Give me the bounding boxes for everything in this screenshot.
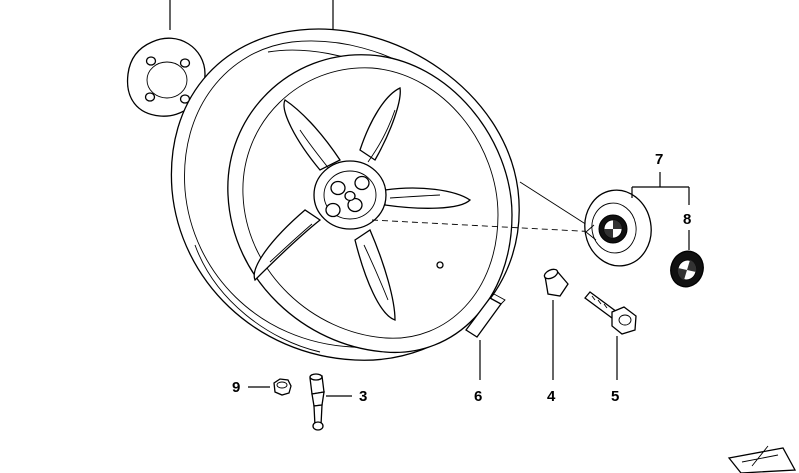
hub-cap-with-emblem[interactable] xyxy=(579,185,657,271)
scissors-icon xyxy=(727,445,797,473)
bmw-roundel-icon xyxy=(677,259,697,281)
label-9: 9 xyxy=(232,379,240,396)
wheel-spacer[interactable] xyxy=(126,37,206,117)
emblem[interactable] xyxy=(666,247,708,292)
wheel-rim[interactable] xyxy=(170,28,520,361)
label-4: 4 xyxy=(547,388,556,405)
tire-valve[interactable] xyxy=(309,373,325,431)
label-5: 5 xyxy=(611,388,619,405)
bmw-roundel-icon xyxy=(598,214,628,244)
valve-cap[interactable] xyxy=(543,267,569,297)
balance-weight[interactable] xyxy=(465,293,506,338)
label-7: 7 xyxy=(655,151,663,168)
label-8: 8 xyxy=(683,211,691,228)
valve-nut[interactable] xyxy=(273,378,292,396)
label-3: 3 xyxy=(359,388,367,405)
label-6: 6 xyxy=(474,388,482,405)
assembly-line-hubcap xyxy=(371,219,599,233)
wheel-bolt[interactable] xyxy=(584,291,637,335)
